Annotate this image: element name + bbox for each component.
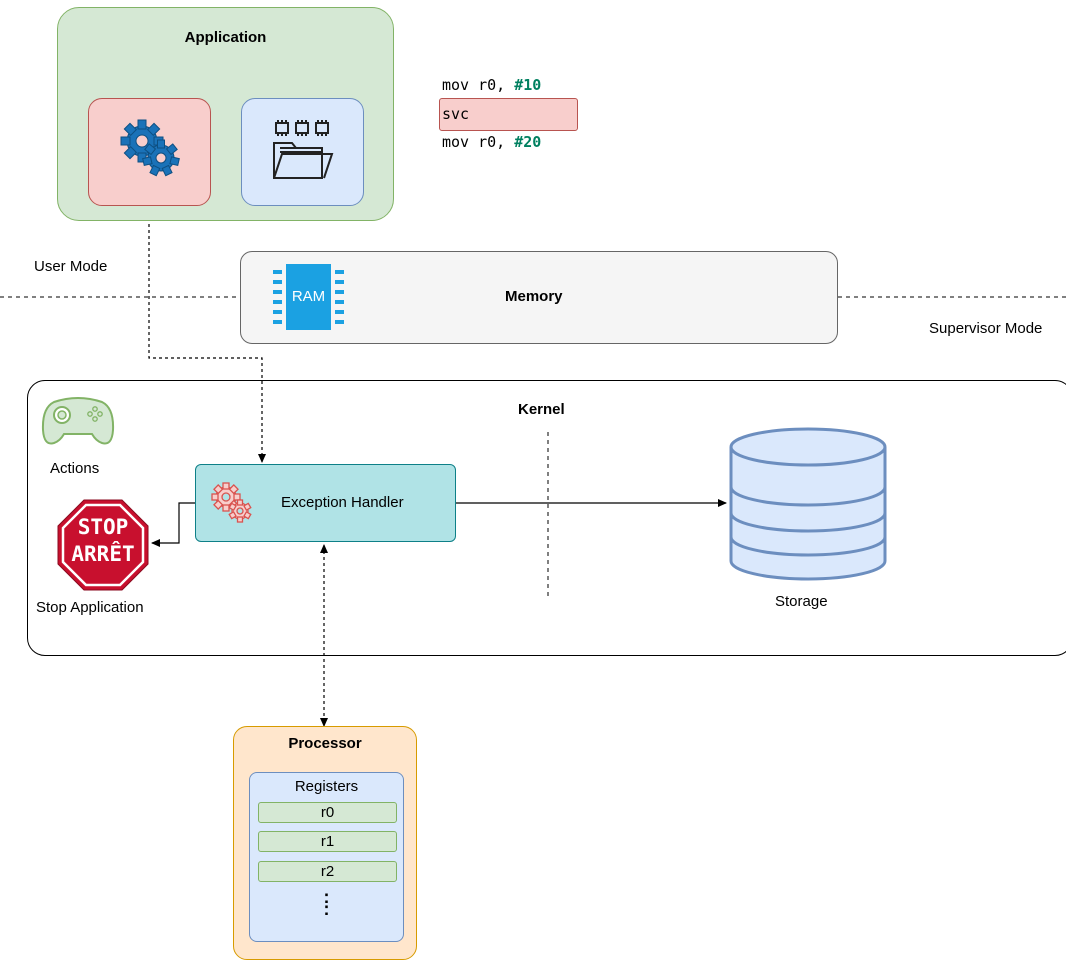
application-box: Application <box>57 7 394 221</box>
registers-ellipsis-1: : <box>323 887 330 907</box>
app-resources-box <box>241 98 364 206</box>
registers-title: Registers <box>294 778 359 795</box>
stop-sign-icon: STOP ARRÊT <box>57 499 149 591</box>
app-process-box <box>88 98 211 206</box>
processor-title: Processor <box>288 735 362 752</box>
actions-label: Actions <box>50 460 100 477</box>
stop-application-label: Stop Application <box>36 599 144 616</box>
storage-label: Storage <box>775 593 828 610</box>
stop-sign-line2: ARRÊT <box>71 542 135 566</box>
svc-highlight: svc <box>439 98 578 131</box>
memory-box: RAM Memory <box>240 251 838 344</box>
kernel-title: Kernel <box>518 401 565 418</box>
small-gears-icon <box>211 482 252 523</box>
application-title: Application <box>184 29 267 46</box>
code-line-1: mov r0, #10 <box>442 76 541 94</box>
ram-chip-label: RAM <box>291 288 326 305</box>
registers-ellipsis-2: : <box>323 899 330 919</box>
registers-box: Registers r0 r1 r2 : : <box>249 772 404 942</box>
user-mode-label: User Mode <box>34 258 108 275</box>
database-icon <box>729 427 887 581</box>
stop-sign-line1: STOP <box>77 515 129 539</box>
register-r0: r0 <box>258 802 397 823</box>
kernel-box: Kernel <box>27 380 1066 656</box>
chips-folder-icon <box>273 120 334 179</box>
handler-stop-connector <box>151 502 195 547</box>
code-op-3: mov r0, <box>442 133 515 151</box>
exception-handler-label: Exception Handler <box>281 494 404 511</box>
gears-icon <box>120 119 180 177</box>
exception-handler-box: Exception Handler <box>195 464 456 542</box>
code-imm-3: #20 <box>514 133 542 151</box>
code-op-1: mov r0, <box>442 76 515 94</box>
register-r1: r1 <box>258 831 397 852</box>
gamepad-icon <box>41 397 115 445</box>
processor-box: Processor Registers r0 r1 r2 : : <box>233 726 417 960</box>
ram-icon: RAM <box>273 264 349 330</box>
code-imm-1: #10 <box>514 76 542 94</box>
supervisor-mode-label: Supervisor Mode <box>929 320 1043 337</box>
code-line-3: mov r0, #20 <box>442 133 541 151</box>
register-r2: r2 <box>258 861 397 882</box>
code-svc: svc <box>442 105 470 123</box>
memory-title: Memory <box>505 288 563 305</box>
